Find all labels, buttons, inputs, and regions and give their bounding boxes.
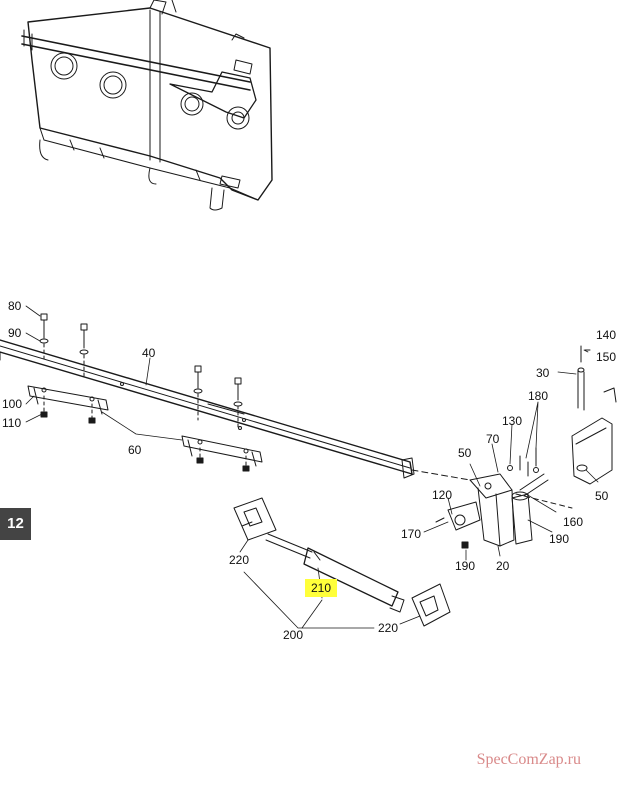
callout-220-bottom: 220: [378, 621, 399, 635]
callout-110: 110: [2, 416, 22, 430]
pivot-bracket-assembly: [435, 345, 617, 549]
callout-60: 60: [128, 443, 142, 457]
callout-180: 180: [528, 389, 549, 403]
callout-50-left: 50: [458, 446, 472, 460]
main-beam-assembly: [0, 339, 471, 481]
callout-150: 150: [596, 350, 617, 364]
callout-210-highlighted: 210: [305, 579, 338, 597]
callout-190-right: 190: [549, 532, 570, 546]
callout-140: 140: [596, 328, 617, 342]
callout-20: 20: [496, 559, 510, 573]
callout-170: 170: [401, 527, 422, 541]
callout-70: 70: [486, 432, 500, 446]
callout-120: 120: [432, 488, 453, 502]
callout-100: 100: [2, 397, 23, 411]
callout-190-left: 190: [455, 559, 476, 573]
clamp-plates: [27, 385, 263, 472]
watermark: SpecComZap.ru: [476, 751, 581, 768]
callout-90: 90: [8, 326, 22, 340]
section-tab: 12: [0, 508, 31, 540]
hydraulic-cylinder: [233, 497, 451, 627]
callout-200: 200: [283, 628, 304, 642]
callout-80: 80: [8, 299, 22, 313]
callout-160: 160: [563, 515, 584, 529]
callout-30: 30: [536, 366, 550, 380]
bolts-and-washers: [39, 313, 243, 431]
callout-220-top: 220: [229, 553, 250, 567]
callout-130: 130: [502, 414, 523, 428]
callout-50-right: 50: [595, 489, 609, 503]
machine-overview: [21, 0, 273, 211]
callout-40: 40: [142, 346, 156, 360]
